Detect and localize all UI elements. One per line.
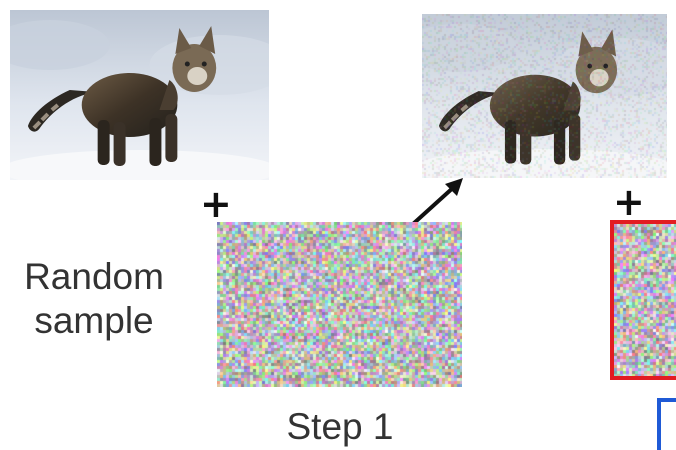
arrow-icon [411, 178, 463, 226]
plus-sign: + [200, 182, 232, 226]
plus-sign-2: + [613, 180, 645, 224]
highlighted-noise-image [610, 220, 676, 380]
random-sample-text: Random sample [24, 256, 164, 341]
blue-outlined-box [657, 398, 676, 450]
cat-photo [10, 10, 269, 180]
step-label: Step 1 [286, 406, 394, 447]
noised-cat-photo [422, 14, 667, 178]
grain-overlay [422, 14, 667, 178]
noise-canvas [217, 222, 462, 387]
random-sample-label: Random sample [10, 255, 178, 343]
cat-photo-graphic [10, 10, 269, 180]
random-noise-image [217, 222, 462, 387]
noise-canvas-2 [614, 224, 676, 376]
